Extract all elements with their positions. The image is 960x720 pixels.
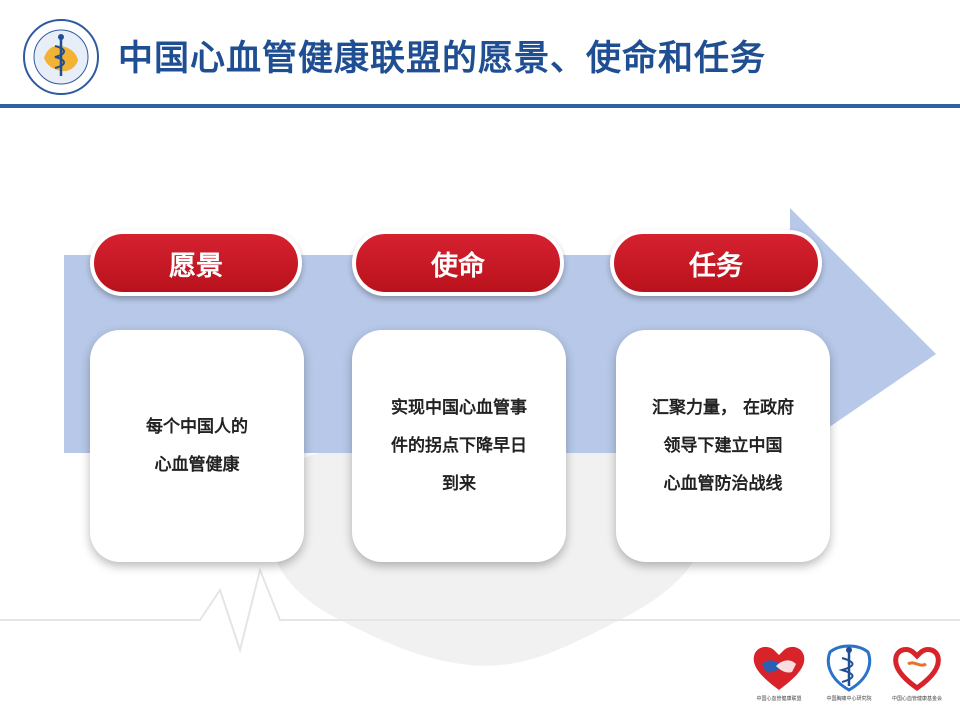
header: 中国心血管健康联盟的愿景、使命和任务 bbox=[0, 0, 960, 108]
heart-hands-icon bbox=[753, 646, 805, 690]
header-divider bbox=[0, 104, 960, 108]
alliance-logo-caption: 中国心血管健康联盟 bbox=[756, 696, 802, 702]
chest-pain-center-logo bbox=[22, 18, 100, 96]
task-label-pill: 任务 bbox=[610, 230, 822, 296]
heart-house-logo: 中国胸痛中心研究院 bbox=[820, 642, 878, 714]
vision-label: 愿景 bbox=[169, 250, 223, 282]
heart-house-logo-caption: 中国胸痛中心研究院 bbox=[826, 696, 872, 702]
foundation-logo: 中国心血管健康基金会 bbox=[888, 642, 946, 714]
caduceus-icon bbox=[826, 644, 872, 692]
mission-label-pill: 使命 bbox=[352, 230, 564, 296]
task-label: 任务 bbox=[689, 250, 743, 282]
vision-card: 每个中国人的 心血管健康 bbox=[90, 330, 304, 562]
vision-text: 每个中国人的 心血管健康 bbox=[146, 417, 248, 475]
mission-card: 实现中国心血管事 件的拐点下降早日 到来 bbox=[352, 330, 566, 562]
vision-label-pill: 愿景 bbox=[90, 230, 302, 296]
alliance-logo: 中国心血管健康联盟 bbox=[750, 642, 808, 714]
ribbon-heart-icon bbox=[893, 647, 941, 692]
mission-label: 使命 bbox=[431, 250, 485, 282]
foundation-logo-caption: 中国心血管健康基金会 bbox=[891, 696, 942, 702]
caduceus-icon bbox=[23, 19, 99, 95]
task-text: 汇聚力量， 在政府 领导下建立中国 心血管防治战线 bbox=[652, 398, 794, 494]
task-card: 汇聚力量， 在政府 领导下建立中国 心血管防治战线 bbox=[616, 330, 830, 562]
page-title: 中国心血管健康联盟的愿景、使命和任务 bbox=[118, 39, 767, 79]
mission-text: 实现中国心血管事 件的拐点下降早日 到来 bbox=[391, 398, 527, 494]
footer-logos: 中国心血管健康联盟 中国胸痛中心研究院 中国心血管健康基金会 bbox=[746, 642, 946, 714]
